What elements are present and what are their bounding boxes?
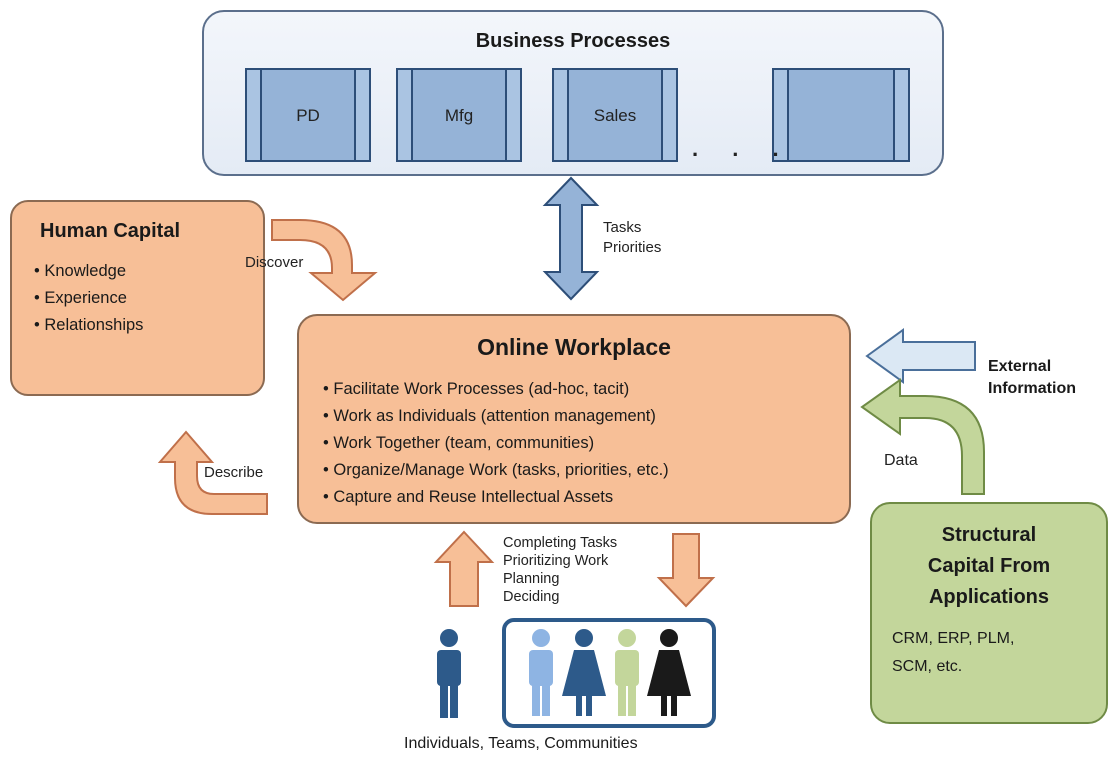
human-capital-box — [10, 200, 265, 396]
activity-line: Planning — [503, 571, 560, 587]
activities-label: Completing Tasks Prioritizing Work Plann… — [503, 534, 617, 606]
process-ellipsis: . . . — [692, 136, 793, 161]
discover-arrow — [271, 219, 378, 302]
structural-capital-title-line: Structural — [941, 524, 1037, 546]
data-label: Data — [884, 452, 918, 469]
discover-label: Discover — [245, 254, 304, 271]
human-capital-item: • Relationships — [34, 316, 144, 334]
describe-label: Describe — [204, 464, 264, 481]
team-group-frame — [502, 618, 716, 728]
online-workplace-title: Online Workplace — [477, 334, 671, 360]
structural-capital-title: Structural Capital From Applications — [870, 520, 1108, 613]
process-box-more — [772, 68, 910, 162]
structural-capital-title-line: Applications — [928, 586, 1049, 608]
individual-person-icon — [437, 629, 461, 718]
tasks-priorities-double-arrow — [542, 176, 600, 301]
up-arrow — [433, 530, 495, 607]
external-information-line: External — [988, 358, 1052, 375]
structural-capital-apps: CRM, ERP, PLM, — [892, 630, 1015, 647]
human-capital-item: • Knowledge — [34, 262, 127, 280]
external-information-line: Information — [988, 380, 1076, 397]
down-arrow — [656, 533, 716, 608]
process-label: Mfg — [444, 106, 474, 125]
business-processes-title: Business Processes — [475, 30, 671, 52]
structural-capital-apps: SCM, etc. — [892, 658, 963, 675]
people-caption: Individuals, Teams, Communities — [404, 735, 638, 752]
team-person-woman-dark-blue-icon — [562, 629, 606, 716]
online-workplace-item: • Capture and Reuse Intellectual Assets — [323, 488, 614, 506]
structural-capital-title-line: Capital From — [927, 555, 1051, 577]
structural-capital-box — [870, 502, 1108, 724]
tasks-priorities-line: Tasks — [603, 219, 642, 236]
tasks-priorities-line: Priorities — [603, 239, 662, 256]
external-information-arrow — [865, 328, 976, 384]
human-capital-item: • Experience — [34, 289, 127, 307]
online-workplace-box — [297, 314, 851, 524]
team-person-man-light-blue-icon — [529, 629, 553, 716]
online-workplace-item: • Facilitate Work Processes (ad-hoc, tac… — [323, 380, 630, 398]
process-label: PD — [296, 106, 320, 125]
team-person-man-green-icon — [615, 629, 639, 716]
data-arrow — [860, 378, 985, 495]
process-box-sales: Sales — [552, 68, 678, 162]
human-capital-title: Human Capital — [40, 220, 181, 242]
activity-line: Completing Tasks — [503, 535, 618, 551]
online-workplace-item: • Work as Individuals (attention managem… — [323, 407, 656, 425]
process-box-mfg: Mfg — [396, 68, 522, 162]
activity-line: Deciding — [503, 589, 560, 605]
process-label: Sales — [593, 106, 637, 125]
team-person-woman-black-icon — [647, 629, 691, 716]
external-information-label: External Information — [988, 356, 1076, 400]
tasks-priorities-label: Tasks Priorities — [603, 218, 661, 258]
online-workplace-item: • Organize/Manage Work (tasks, prioritie… — [323, 461, 669, 479]
describe-arrow — [157, 430, 268, 515]
process-box-pd: PD — [245, 68, 371, 162]
activity-line: Prioritizing Work — [503, 553, 609, 569]
online-workplace-item: • Work Together (team, communities) — [323, 434, 595, 452]
